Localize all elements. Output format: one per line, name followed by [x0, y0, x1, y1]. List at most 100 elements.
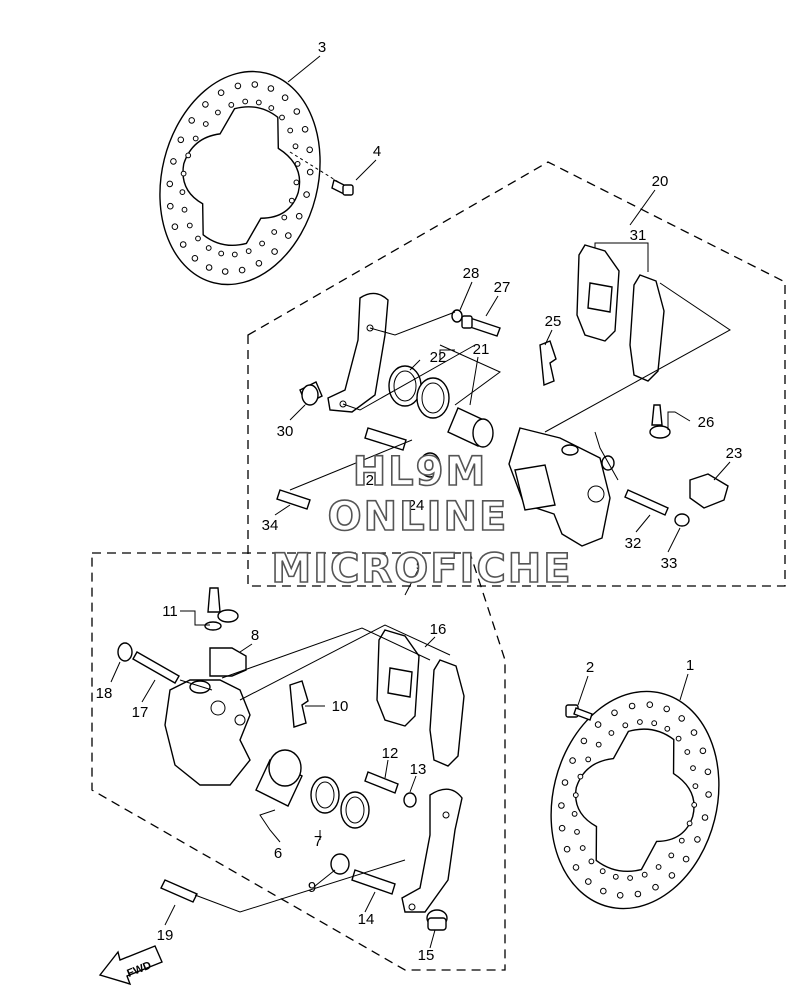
part-label-12: 12	[382, 745, 399, 762]
disc-hole	[185, 152, 192, 159]
disc-bolt-2	[565, 704, 593, 721]
disc-hole	[655, 864, 662, 870]
disc-hole	[234, 82, 242, 90]
part-label-9: 9	[308, 879, 316, 896]
disc-hole	[306, 146, 314, 154]
disc-hole	[167, 202, 174, 210]
pin-27-28	[451, 309, 501, 337]
disc-hole	[221, 268, 229, 275]
disc-hole	[205, 264, 213, 271]
part-label-27: 27	[494, 279, 511, 296]
part-label-5: 5	[416, 557, 424, 574]
piston-21	[447, 407, 494, 448]
disc-hole	[295, 212, 303, 220]
disc-hole	[202, 101, 209, 108]
disc-hole	[627, 875, 633, 881]
disc-hole	[646, 701, 654, 709]
disc-hole	[281, 214, 288, 221]
disc-hole	[678, 837, 685, 844]
caliper-body-lower	[164, 679, 251, 786]
assembly-20-outline	[247, 161, 786, 587]
boot-8	[209, 647, 247, 677]
disc-hole	[622, 722, 629, 729]
disc-hole	[705, 791, 712, 798]
disc-hole	[699, 747, 707, 755]
disc-hole	[177, 136, 185, 144]
disc-hole	[166, 180, 174, 188]
part-label-8: 8	[251, 627, 259, 644]
disc-hole	[188, 117, 195, 124]
assembly-lines	[179, 282, 731, 913]
caliper-bracket-lower	[401, 788, 463, 913]
disc-hole	[205, 245, 212, 251]
disc-hole	[691, 802, 698, 808]
disc-hole	[686, 820, 693, 827]
disc-hole	[558, 824, 566, 832]
disc-hole	[192, 135, 199, 142]
part-label-10: 10	[332, 698, 349, 715]
part-label-29: 29	[366, 472, 383, 489]
disc-hole	[279, 114, 285, 121]
brake-pads-16	[376, 629, 465, 767]
disc-hole	[179, 189, 186, 196]
part-label-26: 26	[698, 414, 715, 431]
washer-13	[403, 792, 417, 808]
part-label-11: 11	[162, 603, 178, 620]
disc-hole	[694, 836, 701, 843]
bolt-12	[364, 771, 399, 794]
disc-hole	[186, 222, 193, 229]
disc-hole	[271, 229, 278, 235]
disc-hole	[245, 248, 252, 255]
disc-hole	[271, 248, 278, 255]
piston-6	[255, 749, 303, 807]
disc-hole	[651, 720, 658, 727]
disc-hole	[293, 179, 300, 186]
disc-hole	[215, 109, 221, 116]
part-label-6: 6	[274, 845, 282, 862]
disc-hole	[682, 855, 690, 863]
part-label-30: 30	[277, 423, 294, 440]
watermark: HL9M ONLINE MICROFICHE	[271, 448, 572, 593]
disc-hole	[574, 829, 580, 835]
disc-hole	[195, 235, 201, 242]
disc-hole	[267, 85, 275, 92]
disc-hole	[306, 168, 314, 176]
bolt-34	[276, 489, 311, 510]
disc-hole	[580, 737, 588, 745]
disc-hole	[675, 735, 682, 742]
disc-hole	[572, 792, 579, 798]
disc-hole	[600, 887, 607, 895]
disc-hole	[652, 883, 659, 891]
spring-18	[117, 642, 133, 662]
part-label-4: 4	[373, 143, 381, 160]
disc-hole	[704, 768, 712, 776]
disc-hole	[585, 878, 592, 885]
part-label-33: 33	[661, 555, 678, 572]
caliper-bracket-30	[299, 292, 389, 413]
bleeder-11	[204, 587, 239, 631]
disc-hole	[628, 702, 636, 710]
part-label-32: 32	[625, 535, 642, 552]
part-label-19: 19	[157, 927, 174, 944]
part-label-25: 25	[545, 313, 562, 330]
disc-hole	[292, 143, 299, 150]
disc-hole	[217, 89, 225, 96]
bleeder-26	[649, 404, 671, 439]
disc-hole	[170, 158, 177, 165]
part-label-15: 15	[418, 947, 435, 964]
watermark-line-3: MICROFICHE	[271, 546, 572, 592]
disc-hole	[191, 254, 199, 262]
upper-brake-disc	[159, 70, 321, 286]
part-label-16: 16	[430, 621, 447, 638]
disc-hole	[585, 756, 592, 763]
part-label-7: 7	[314, 833, 322, 850]
disc-hole	[634, 890, 642, 898]
nut-24	[419, 452, 441, 478]
disc-hole	[251, 81, 259, 88]
part-label-23: 23	[726, 445, 743, 462]
disc-hole	[293, 108, 301, 115]
disc-hole	[179, 241, 187, 248]
disc-hole	[181, 206, 188, 213]
disc-hole	[301, 126, 309, 133]
disc-hole	[218, 250, 225, 257]
